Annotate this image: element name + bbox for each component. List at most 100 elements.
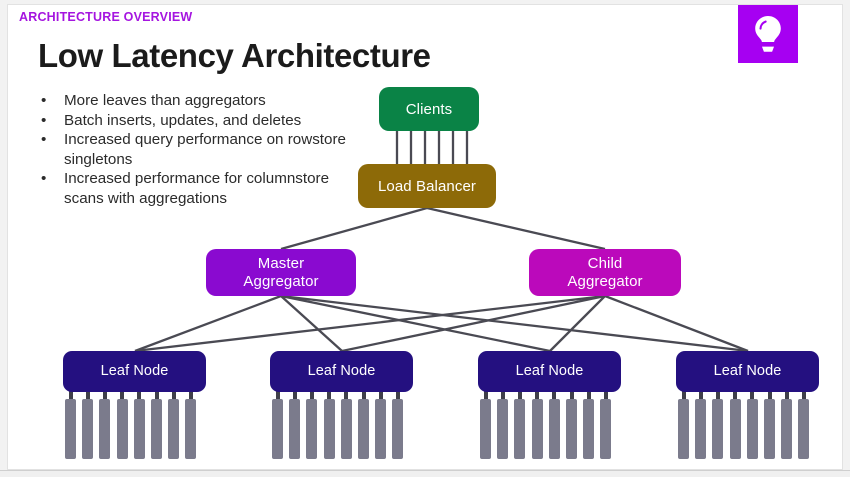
edge-master-leaf1 [134, 294, 282, 353]
disk-body [133, 399, 145, 459]
disk-drive [289, 387, 301, 459]
disk-drive [798, 387, 810, 459]
lightbulb-icon [755, 16, 781, 52]
edge-master-leaf4 [280, 294, 749, 353]
disk-stem [154, 387, 159, 401]
disk-drive [566, 387, 577, 459]
disk-drive [99, 387, 111, 459]
disk-body [272, 399, 283, 459]
disk-stem [750, 387, 755, 401]
node-master-aggregator[interactable]: Master Aggregator [206, 249, 356, 296]
node-label: Leaf Node [307, 363, 376, 379]
slide-eyebrow-label: ARCHITECTURE OVERVIEW [19, 10, 193, 24]
node-load-balancer[interactable]: Load Balancer [358, 164, 496, 208]
node-leaf-1[interactable]: Leaf Node [63, 351, 206, 392]
disk-drive [323, 387, 335, 459]
disk-drive [497, 387, 509, 459]
disk-body [289, 399, 301, 459]
bullet-text: More leaves than aggregators [64, 92, 266, 109]
node-label: Leaf Node [515, 363, 584, 379]
disk-body [729, 399, 741, 459]
node-label: Clients [405, 100, 453, 118]
disk-stem [801, 387, 806, 401]
disk-drive [306, 387, 318, 459]
bullet-marker: • [41, 92, 47, 109]
node-child-aggregator[interactable]: Child Aggregator [529, 249, 681, 296]
node-leaf-4[interactable]: Leaf Node [676, 351, 819, 392]
disk-drive [548, 387, 560, 459]
disk-body [712, 399, 724, 459]
disk-drive [531, 387, 543, 459]
disk-stem [586, 387, 591, 401]
disk-body [566, 399, 577, 459]
bullet-marker: • [41, 170, 47, 187]
disk-stem [188, 387, 193, 401]
disk-bank-leaf-3 [480, 387, 612, 459]
disk-stem [603, 387, 608, 401]
node-leaf-2[interactable]: Leaf Node [270, 351, 413, 392]
disk-stem [361, 387, 366, 401]
disk-body [764, 399, 775, 459]
disk-drive [729, 387, 741, 459]
node-label-line2: Aggregator [567, 272, 643, 290]
disk-body [392, 399, 404, 459]
disk-drive [65, 387, 76, 459]
disk-body [168, 399, 180, 459]
edge-child-leaf4 [604, 294, 749, 353]
disk-body [781, 399, 793, 459]
disk-body [746, 399, 758, 459]
node-clients[interactable]: Clients [379, 87, 479, 131]
edge-master-leaf2 [280, 295, 343, 352]
disk-body [798, 399, 810, 459]
disk-stem [327, 387, 332, 401]
disk-drive [116, 387, 128, 459]
disk-drive [358, 387, 369, 459]
bullet-marker: • [41, 111, 47, 129]
edge-master-leaf3 [280, 294, 551, 353]
page-title: Low Latency Architecture [38, 37, 431, 74]
disk-stem [784, 387, 789, 401]
disk-stem [378, 387, 383, 401]
disk-drive [746, 387, 758, 459]
disk-body [358, 399, 369, 459]
disk-drive [375, 387, 387, 459]
disk-drive [82, 387, 94, 459]
disk-stem [102, 387, 107, 401]
disk-drive [678, 387, 689, 459]
disk-stem [500, 387, 505, 401]
node-label: Leaf Node [100, 363, 169, 379]
bullet-marker: • [41, 131, 47, 148]
disk-body [695, 399, 707, 459]
disk-body [185, 399, 197, 459]
disk-stem [137, 387, 142, 401]
disk-body [548, 399, 560, 459]
disk-drive [185, 387, 197, 459]
disk-body [480, 399, 491, 459]
disk-stem [483, 387, 488, 401]
disk-drive [168, 387, 180, 459]
disk-stem [292, 387, 297, 401]
list-item: • More leaves than aggregators [34, 91, 354, 111]
edge-child-leaf3 [549, 295, 606, 352]
disk-body [497, 399, 509, 459]
disk-stem [535, 387, 540, 401]
disk-drive [781, 387, 793, 459]
disk-stem [171, 387, 176, 401]
disk-stem [552, 387, 557, 401]
disk-drive [764, 387, 775, 459]
disk-stem [344, 387, 349, 401]
edge-lb-child [426, 206, 606, 251]
disk-stem [120, 387, 125, 401]
disk-stem [715, 387, 720, 401]
disk-body [340, 399, 352, 459]
disk-body [65, 399, 76, 459]
disk-drive [340, 387, 352, 459]
disk-drive [392, 387, 404, 459]
disk-drive [514, 387, 526, 459]
disk-stem [309, 387, 314, 401]
edge-child-leaf1 [134, 294, 606, 353]
disk-bank-leaf-4 [678, 387, 810, 459]
disk-body [600, 399, 612, 459]
node-leaf-3[interactable]: Leaf Node [478, 351, 621, 392]
list-item: • Increased query performance on rowstor… [34, 130, 354, 169]
